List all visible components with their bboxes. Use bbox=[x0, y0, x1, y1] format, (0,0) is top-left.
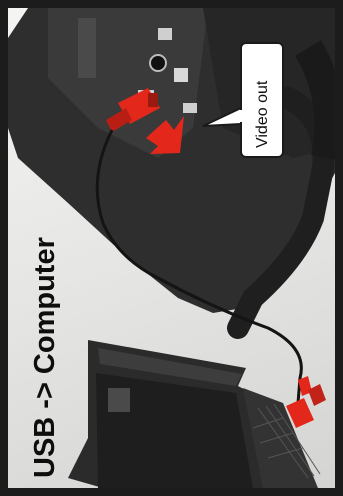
photo-illustration: Video out USB -> Computer bbox=[8, 8, 335, 488]
usb-connection-label: USB -> Computer bbox=[29, 237, 62, 478]
